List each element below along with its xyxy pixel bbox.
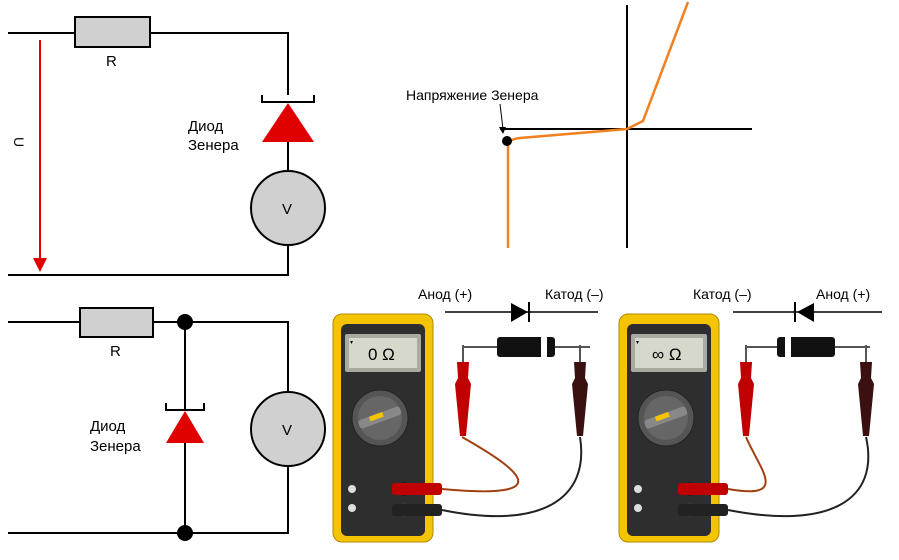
reverse-jack-1 — [634, 485, 642, 493]
forward-anode-label: Анод (+) — [418, 286, 472, 302]
reverse-diode-band — [785, 337, 791, 357]
forward-cable-red — [441, 436, 519, 493]
bottom-circuit-wires — [8, 321, 289, 534]
forward-cathode-label: Катод (–) — [545, 286, 604, 302]
reverse-diode-body — [777, 337, 835, 357]
reverse-display — [635, 338, 703, 368]
forward-plug-red — [392, 483, 442, 495]
reverse-probe-black — [858, 362, 874, 436]
bottom-diode-label-2: Зенера — [90, 438, 141, 455]
reverse-plug-red — [678, 483, 728, 495]
bottom-resistor-label: R — [110, 343, 121, 360]
annotation-arrowhead — [499, 127, 506, 134]
forward-cable-black — [441, 436, 583, 518]
voltage-arrowhead — [33, 258, 47, 272]
bottom-zener-cathode-bar — [165, 403, 205, 411]
forward-display-value: 0 Ω — [368, 345, 395, 364]
reverse-dial-marker — [654, 411, 670, 422]
forward-dial-marker — [368, 411, 384, 422]
forward-diode-body — [497, 337, 555, 357]
bottom-zener-triangle — [166, 411, 204, 443]
forward-display-icon: ▾ — [350, 340, 353, 346]
forward-probe-red — [455, 362, 471, 436]
junction-top — [177, 314, 193, 330]
top-voltmeter — [250, 170, 326, 246]
bottom-resistor — [79, 307, 154, 338]
annotation-leader — [499, 103, 504, 130]
reverse-display-icon: ▾ — [636, 340, 639, 346]
bottom-diode-label-1: Диод — [90, 418, 126, 435]
bottom-zener-diode — [165, 403, 205, 443]
reverse-cathode-label: Катод (–) — [693, 286, 752, 302]
forward-diode-symbol-triangle — [511, 303, 528, 322]
bottom-voltmeter-label: V — [282, 422, 292, 439]
reverse-jack-2 — [634, 504, 642, 512]
forward-test: Анод (+) Катод (–) 0 Ω ▾ — [332, 286, 604, 543]
top-resistor-label: R — [106, 53, 117, 70]
forward-display — [349, 338, 417, 368]
forward-probe-black — [572, 362, 588, 436]
junction-bottom — [177, 525, 193, 541]
top-resistor — [74, 16, 151, 48]
top-diode-label-2: Зенера — [188, 137, 239, 154]
top-zener-triangle — [262, 103, 314, 142]
voltage-label: U — [11, 137, 27, 147]
top-circuit: R U Диод Зенера V — [8, 16, 326, 276]
bottom-circuit: R Диод Зенера V — [8, 307, 326, 541]
forward-plug-black — [392, 504, 442, 516]
bottom-voltmeter — [250, 391, 326, 467]
reverse-diode-symbol-triangle — [797, 303, 814, 322]
iv-graph: Напряжение Зенера — [406, 1, 752, 248]
top-voltmeter-label: V — [282, 201, 292, 218]
reverse-probe-red — [738, 362, 754, 436]
top-diode-label-1: Диод — [188, 118, 224, 135]
forward-diode-band — [541, 337, 547, 357]
top-zener-cathode-bar — [261, 95, 315, 103]
zener-voltage-annotation: Напряжение Зенера — [406, 87, 539, 103]
top-zener-diode — [261, 95, 315, 142]
iv-curve — [506, 1, 690, 248]
forward-jack-2 — [348, 504, 356, 512]
reverse-cable-red — [727, 436, 767, 493]
forward-jack-1 — [348, 485, 356, 493]
zener-point — [502, 136, 512, 146]
reverse-anode-label: Анод (+) — [816, 286, 870, 302]
top-circuit-wires — [8, 32, 289, 276]
reverse-cable-black — [727, 436, 870, 518]
reverse-test: Катод (–) Анод (+) ∞ Ω ▾ — [618, 286, 882, 543]
reverse-display-value: ∞ Ω — [652, 345, 682, 364]
reverse-plug-black — [678, 504, 728, 516]
